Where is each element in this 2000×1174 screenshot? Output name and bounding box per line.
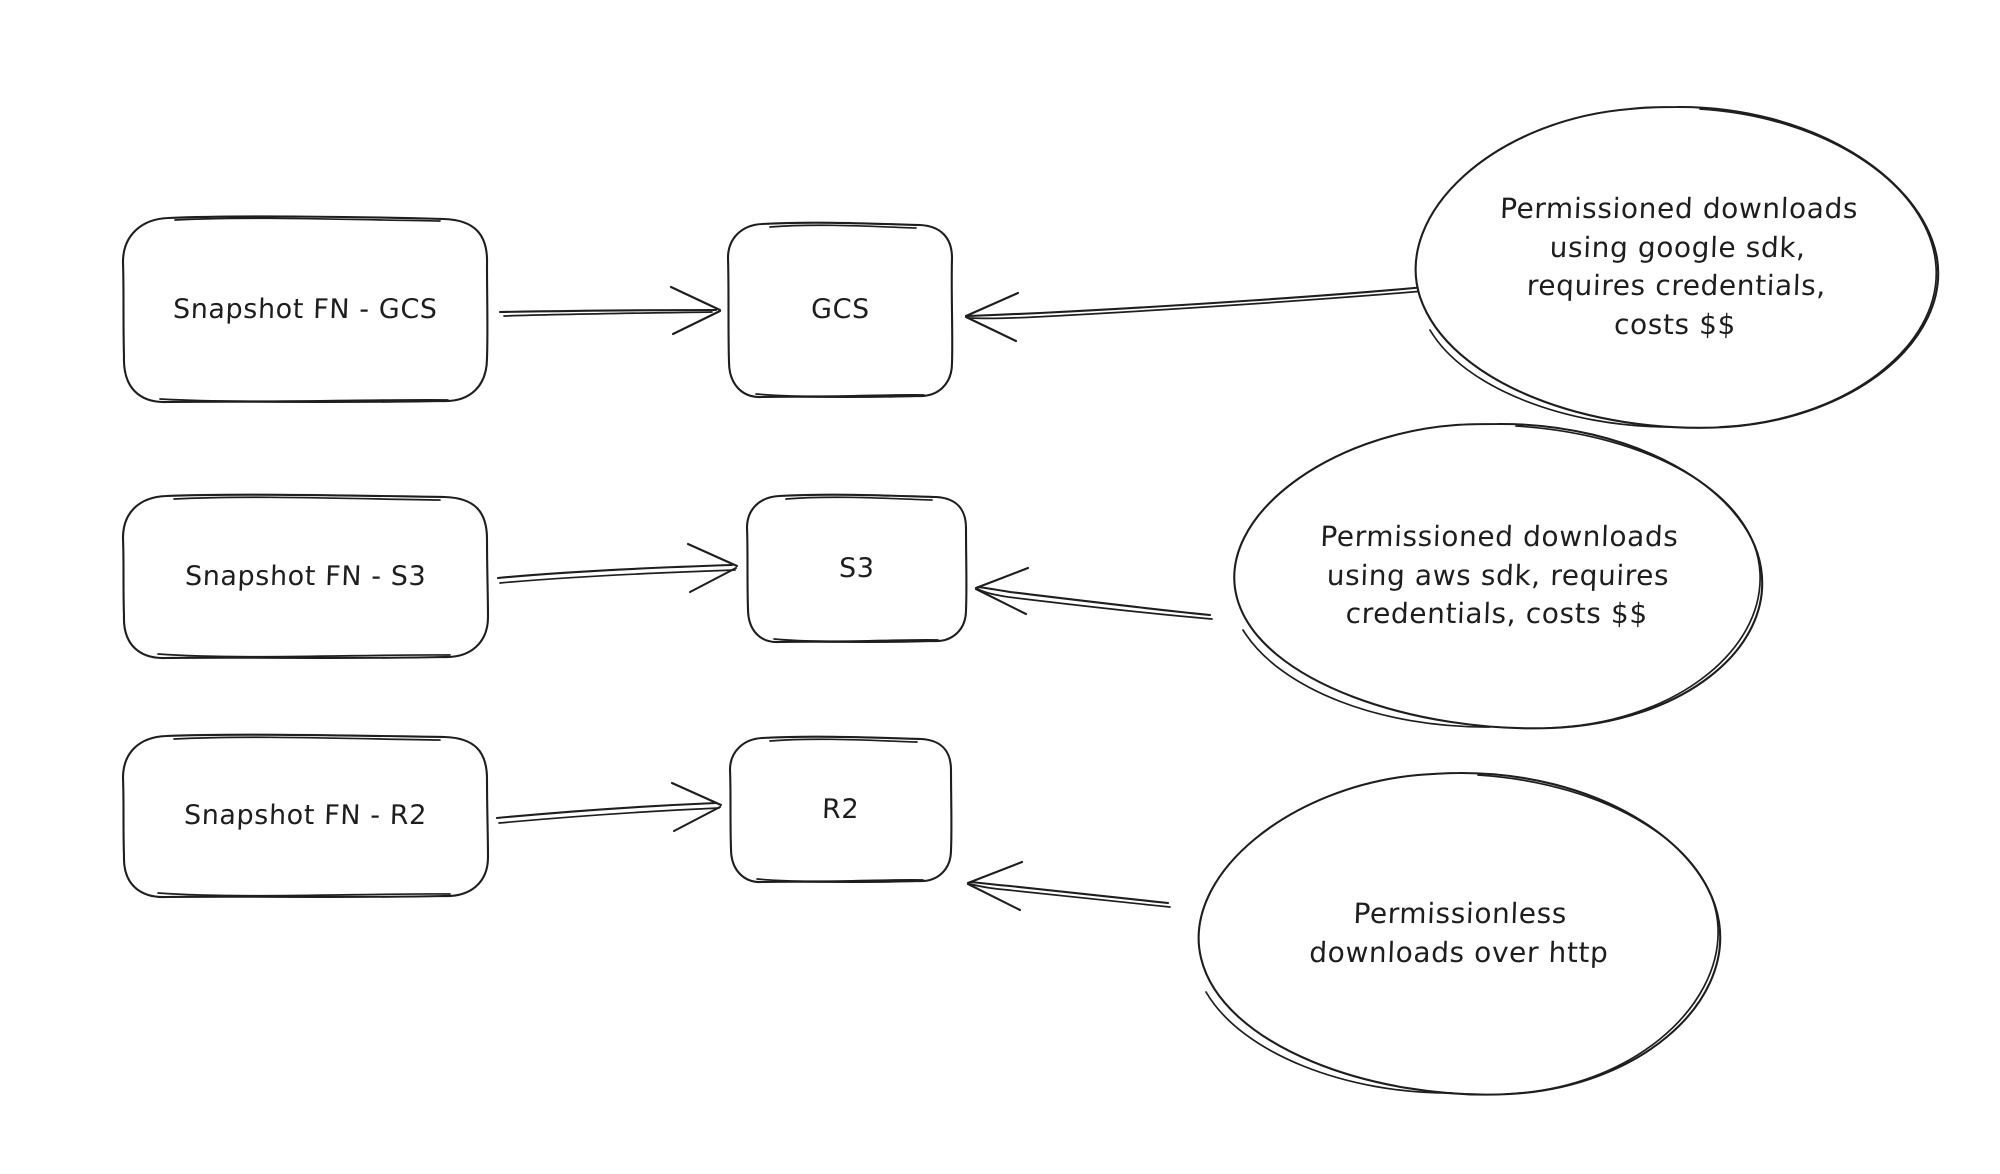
node-s3[interactable]: [745, 493, 968, 644]
note-gcs-label-wrap: Permissioned downloads using google sdk,…: [1416, 107, 1939, 427]
node-r2[interactable]: [728, 735, 953, 884]
node-gcs[interactable]: [726, 221, 954, 399]
node-snapshot-fn-r2-label: Snapshot FN - R2: [183, 800, 428, 832]
node-snapshot-fn-gcs[interactable]: [121, 215, 489, 404]
node-snapshot-fn-s3[interactable]: [121, 493, 490, 660]
node-snapshot-fn-s3-label: Snapshot FN - S3: [184, 560, 427, 592]
node-s3-label-wrap: S3: [747, 495, 967, 642]
node-snapshot-fn-s3-label-wrap: Snapshot FN - S3: [123, 495, 488, 658]
note-s3-label: Permissioned downloads using aws sdk, re…: [1319, 519, 1680, 630]
note-s3[interactable]: [1233, 422, 1764, 730]
node-r2-label: R2: [821, 793, 861, 825]
node-r2-label-wrap: R2: [730, 737, 952, 882]
node-gcs-label: GCS: [810, 294, 871, 326]
edge-note-gcs: [964, 285, 1427, 343]
note-r2-label: Permissionless downloads over http: [1308, 897, 1609, 969]
note-gcs-label: Permissioned downloads using google sdk,…: [1499, 191, 1860, 341]
node-snapshot-fn-r2-label-wrap: Snapshot FN - R2: [123, 735, 488, 897]
note-gcs[interactable]: [1414, 105, 1940, 429]
node-gcs-label-wrap: GCS: [728, 223, 953, 397]
node-s3-label: S3: [838, 552, 876, 584]
note-s3-label-wrap: Permissioned downloads using aws sdk, re…: [1234, 423, 1762, 728]
node-snapshot-fn-gcs-label: Snapshot FN - GCS: [172, 293, 439, 325]
edge-note-s3: [974, 566, 1213, 620]
edge-note-r2: [966, 860, 1171, 912]
node-snapshot-fn-r2[interactable]: [121, 733, 490, 899]
edge-snapshot-gcs: [498, 285, 722, 336]
note-r2[interactable]: [1197, 771, 1722, 1096]
node-snapshot-fn-gcs-label-wrap: Snapshot FN - GCS: [123, 217, 488, 402]
note-r2-label-wrap: Permissionless downloads over http: [1199, 773, 1720, 1095]
edge-snapshot-s3: [496, 542, 739, 594]
edge-snapshot-r2: [495, 781, 723, 833]
